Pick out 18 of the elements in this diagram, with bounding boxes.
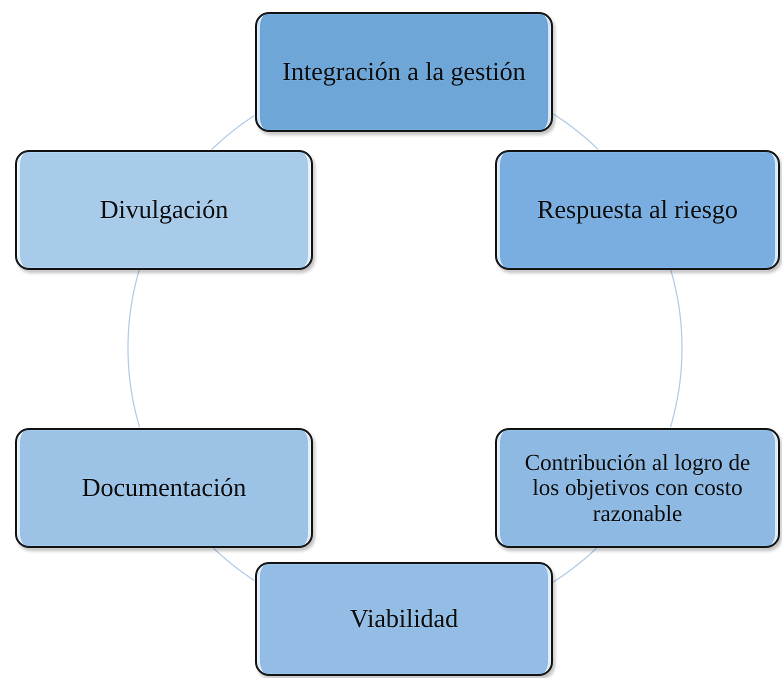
connector-arc (211, 114, 255, 150)
rounded-box (255, 12, 553, 132)
connector-arc (213, 548, 256, 582)
rounded-box (495, 428, 780, 548)
rounded-box (15, 428, 313, 548)
rounded-box (15, 150, 313, 270)
connector-arc (552, 548, 597, 583)
rounded-box (255, 562, 553, 676)
box-label: Viabilidad (350, 604, 458, 634)
connector-arc (127, 270, 140, 428)
box-label: Documentación (82, 474, 246, 502)
connector-arc (670, 270, 683, 428)
box-label: Integración a la gestión (282, 58, 526, 86)
connector-arc (552, 114, 599, 150)
box-label: Contribución al logro de los objetivos con costo razonable (524, 450, 752, 526)
rounded-box (495, 150, 780, 270)
box-label: Respuesta al riesgo (537, 196, 738, 224)
box-label: Divulgación (100, 196, 228, 224)
